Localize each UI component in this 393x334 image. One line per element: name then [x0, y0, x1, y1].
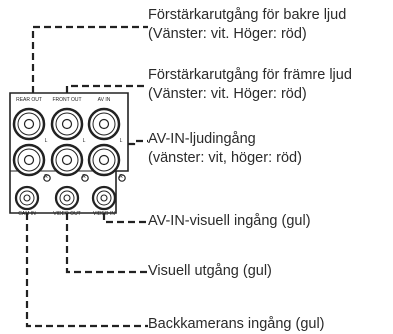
- ground-mark-icon: [81, 174, 89, 182]
- rca-jack-rear-out-left: [12, 107, 46, 141]
- callout-rear-out-title: Förstärkarutgång för bakre ljud: [148, 7, 347, 23]
- marker-right-av: R: [119, 174, 123, 180]
- leader-line-front-out: [65, 84, 148, 93]
- jack-label-video-out: VIDEO OUT: [53, 211, 81, 217]
- jack-label-cam-in: CAM IN: [18, 211, 36, 217]
- callout-front-out-detail: (Vänster: vit. Höger: röd): [148, 86, 307, 102]
- leader-line-cam-in: [25, 213, 148, 328]
- rca-jack-av-in-left: [87, 107, 121, 141]
- callout-av-in-audio-detail: (vänster: vit, höger: röd): [148, 150, 302, 166]
- callout-av-in-audio: AV-IN-ljudingång (vänster: vit, höger: r…: [148, 130, 302, 168]
- rca-jack-av-in-right: [87, 143, 121, 177]
- jack-label-front-out: FRONT OUT: [52, 97, 81, 103]
- callout-rear-out: Förstärkarutgång för bakre ljud (Vänster…: [148, 6, 346, 44]
- rca-jack-video-in: [91, 185, 117, 211]
- leader-line-av-in-video: [102, 213, 148, 224]
- callout-av-in-video-title: AV-IN-visuell ingång (gul): [148, 213, 311, 229]
- leader-line-av-in-audio: [128, 139, 148, 146]
- marker-right-front: R: [82, 174, 86, 180]
- marker-left-rear: L: [45, 138, 48, 144]
- callout-cam-in: Backkamerans ingång (gul): [148, 315, 325, 334]
- marker-left-front: L: [83, 138, 86, 144]
- callout-av-in-video: AV-IN-visuell ingång (gul): [148, 212, 311, 231]
- rca-jack-video-out: [54, 185, 80, 211]
- ground-mark-icon: [43, 174, 51, 182]
- leader-line-rear-out: [31, 25, 148, 93]
- jack-label-av-in: AV IN: [98, 97, 111, 103]
- leader-line-video-out: [65, 213, 148, 274]
- jack-label-rear-out: REAR OUT: [16, 97, 42, 103]
- marker-right-rear: R: [44, 174, 48, 180]
- callout-video-out-title: Visuell utgång (gul): [148, 263, 272, 279]
- rca-jack-cam-in: [14, 185, 40, 211]
- rca-jack-front-out-left: [50, 107, 84, 141]
- callout-front-out: Förstärkarutgång för främre ljud (Vänste…: [148, 66, 352, 104]
- callout-cam-in-title: Backkamerans ingång (gul): [148, 316, 325, 332]
- callout-rear-out-detail: (Vänster: vit. Höger: röd): [148, 26, 307, 42]
- rca-jack-rear-out-right: [12, 143, 46, 177]
- marker-left-av: L: [120, 138, 123, 144]
- rca-jack-front-out-right: [50, 143, 84, 177]
- callout-av-in-audio-title: AV-IN-ljudingång: [148, 131, 256, 147]
- ground-mark-icon: [118, 174, 126, 182]
- jack-label-video-in: VIDEO IN: [93, 211, 115, 217]
- callout-front-out-title: Förstärkarutgång för främre ljud: [148, 67, 352, 83]
- callout-video-out: Visuell utgång (gul): [148, 262, 272, 281]
